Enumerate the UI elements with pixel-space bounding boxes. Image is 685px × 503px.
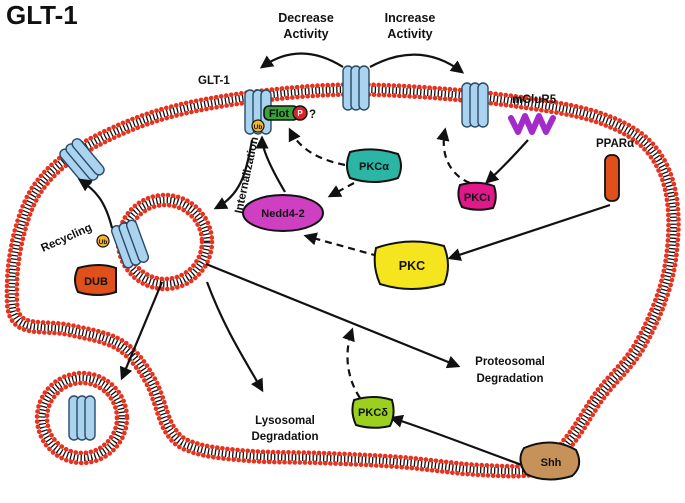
glt1-transporter-group [59, 65, 489, 441]
increase-activity-arrow [369, 53, 465, 74]
proteosomal-line2: Degradation [476, 373, 543, 385]
increase-activity-label: Increase Activity [385, 11, 436, 41]
ppar-to-pkc-arrow [447, 203, 611, 261]
internalization-arrow [213, 139, 254, 210]
flotillin-molecule: Flot P ? [263, 105, 316, 121]
figure-title: GLT-1 [6, 0, 78, 30]
pkc-label: PKC [399, 259, 425, 273]
lysosomal-line1: Lysosomal [255, 415, 315, 427]
pkc-alpha-molecule: PKCα [346, 148, 402, 183]
lysosomal-degradation-label: Lysosomal Degradation [251, 415, 318, 443]
phospho-circle [292, 105, 308, 121]
shh-to-pkc-delta-arrow [389, 414, 523, 467]
pkc-delta-molecule: PKCδ [351, 396, 395, 429]
decrease-activity-label: Decrease Activity [278, 11, 334, 41]
mglur5-to-pkc-iota-arrow [485, 139, 529, 184]
mglur5-receptor-icon [508, 113, 556, 135]
phospho-label: P [297, 109, 303, 118]
pkc-to-nedd4-arrow [303, 232, 379, 258]
glt1-transporter-endosome [110, 219, 150, 269]
dashed-arrows-group [288, 127, 471, 399]
pkc-iota-to-glt1-arrow [436, 127, 471, 185]
glt1-transporter-vesicle [68, 395, 96, 441]
pkc-iota-molecule: PKCι [457, 181, 497, 211]
to-lysosomal-arrow [205, 281, 264, 393]
lysosomal-line2: Degradation [251, 431, 318, 443]
recycling-arrow [77, 178, 114, 229]
pkc-iota-label: PKCι [464, 192, 490, 204]
recycling-label: Recycling [39, 222, 94, 255]
pkc-alpha-label: PKCα [359, 161, 389, 173]
arrows-group [77, 52, 611, 467]
vesicle-membrane [34, 370, 130, 466]
pkc-delta-to-pkc-arrow [342, 327, 361, 399]
proteosomal-line1: Proteosomal [475, 356, 545, 368]
mglur5-label: mGluR5 [512, 94, 557, 106]
increase-label-line1: Increase [385, 11, 436, 25]
glt1-label: GLT-1 [198, 75, 230, 87]
pkc-alpha-to-nedd4-arrow [327, 182, 355, 198]
to-proteosomal-arrow [205, 262, 461, 369]
ub-tag-internalized: Ub [251, 119, 265, 133]
increase-label-line2: Activity [387, 27, 432, 41]
nedd4-2-molecule: Nedd4-2 [242, 194, 324, 232]
glt1-transporter-recycled [59, 138, 105, 186]
decrease-label-line1: Decrease [278, 11, 334, 25]
ub-label-2: Ub [99, 239, 108, 246]
pkc-molecule: PKC [373, 240, 449, 290]
ub-tag-endosome: Ub [96, 234, 110, 248]
question-mark: ? [309, 109, 316, 121]
proteosomal-degradation-label: Proteosomal Degradation [475, 356, 545, 385]
flot-label: Flot [269, 108, 289, 120]
decrease-activity-arrow [259, 52, 344, 69]
shh-label: Shh [541, 457, 562, 469]
shh-molecule: Shh [519, 441, 581, 481]
pkc-alpha-to-flot-arrow [288, 127, 346, 167]
dub-label: DUB [84, 276, 108, 288]
ppar-alpha-icon [604, 154, 620, 202]
ppar-alpha-label: PPARα [596, 138, 634, 150]
dub-molecule: DUB [74, 264, 117, 296]
ub-label-1: Ub [254, 124, 263, 131]
pkc-delta-label: PKCδ [358, 407, 388, 419]
decrease-label-line2: Activity [283, 27, 328, 41]
glt1-transporter-right [461, 82, 489, 128]
glt1-transporter-center [342, 65, 370, 111]
nedd4-2-label: Nedd4-2 [261, 208, 304, 220]
to-vesicle-arrow [119, 281, 164, 381]
nedd4-to-glt1-arrow [255, 135, 286, 193]
